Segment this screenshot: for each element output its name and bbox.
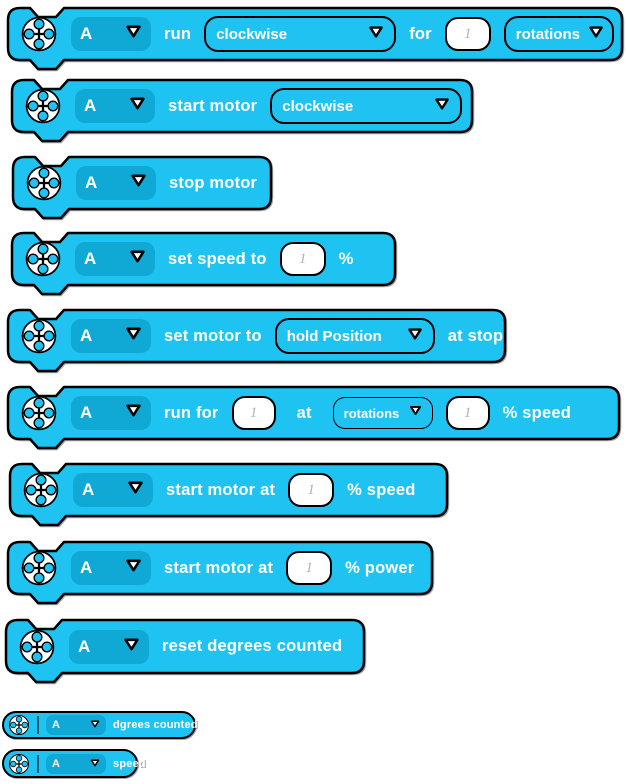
unit-value: rotations: [515, 25, 580, 43]
set-motor-to-label: set motor to: [164, 326, 262, 345]
run-for-units-at-speed-block[interactable]: A run for 1 at rotations 1 % speed: [6, 385, 621, 450]
port-dropdown[interactable]: A: [71, 551, 151, 585]
motor-icon: [8, 714, 30, 736]
speed-input[interactable]: 1: [288, 473, 335, 507]
percent-speed-label: % speed: [347, 480, 416, 499]
port-dropdown[interactable]: A: [75, 242, 155, 276]
motor-icon: [24, 87, 62, 125]
motor-icon: [20, 317, 58, 355]
port-dropdown[interactable]: A: [46, 715, 106, 735]
motor-run-block[interactable]: A run clockwise for 1 rotations: [6, 6, 624, 71]
stop-mode-value: hold Position: [286, 327, 382, 345]
dropdown-triangle-icon: [588, 24, 604, 45]
dropdown-triangle-icon: [130, 172, 147, 194]
port-letter: A: [85, 173, 98, 192]
speed-reporter[interactable]: A speed: [2, 749, 146, 778]
dropdown-triangle-icon: [125, 23, 142, 45]
port-letter: A: [84, 249, 97, 268]
divider: [37, 716, 39, 734]
port-letter: A: [84, 96, 97, 115]
port-dropdown[interactable]: A: [75, 89, 155, 123]
power-input[interactable]: 1: [286, 551, 333, 585]
port-dropdown[interactable]: A: [69, 629, 149, 664]
motor-icon: [18, 628, 56, 666]
direction-dropdown[interactable]: clockwise: [270, 88, 463, 124]
port-letter: A: [80, 326, 93, 345]
start-motor-at-speed-block[interactable]: A start motor at 1 % speed: [8, 462, 449, 527]
dropdown-triangle-icon: [125, 402, 142, 424]
speed-input[interactable]: 1: [279, 242, 326, 276]
at-label: at: [296, 403, 312, 422]
amount-input[interactable]: 1: [444, 17, 491, 51]
direction-dropdown[interactable]: clockwise: [204, 16, 397, 52]
dropdown-triangle-icon: [90, 716, 100, 734]
percent-power-label: % power: [345, 558, 415, 577]
motor-icon: [8, 753, 30, 775]
port-dropdown[interactable]: A: [46, 753, 106, 774]
motor-icon: [25, 164, 63, 202]
unit-dropdown[interactable]: rotations: [332, 397, 433, 429]
port-letter: A: [80, 558, 93, 577]
port-letter: A: [82, 480, 95, 499]
start-motor-at-power-block[interactable]: A start motor at 1 % power: [6, 540, 434, 605]
port-dropdown[interactable]: A: [73, 473, 153, 507]
start-motor-label: start motor: [168, 96, 258, 115]
motor-icon: [20, 549, 58, 587]
speed-label: speed: [113, 757, 146, 770]
stop-motor-block[interactable]: A stop motor: [11, 155, 273, 220]
divider: [37, 754, 39, 773]
degrees-counted-label: dgrees counted: [113, 719, 198, 731]
speed-input[interactable]: 1: [445, 396, 490, 430]
dropdown-triangle-icon: [407, 326, 423, 347]
port-dropdown[interactable]: A: [71, 319, 151, 353]
port-dropdown[interactable]: A: [76, 166, 156, 200]
dropdown-triangle-icon: [127, 479, 144, 501]
unit-dropdown[interactable]: rotations: [503, 16, 614, 52]
port-letter: A: [80, 24, 93, 43]
dropdown-triangle-icon: [129, 95, 146, 117]
dropdown-triangle-icon: [368, 24, 384, 45]
start-motor-direction-block[interactable]: A start motor clockwise: [10, 78, 474, 143]
set-speed-label: set speed to: [168, 249, 267, 268]
set-speed-block[interactable]: A set speed to 1 %: [10, 231, 397, 296]
direction-value: clockwise: [216, 25, 288, 43]
run-label: run: [164, 24, 192, 43]
port-letter: A: [52, 719, 60, 731]
start-motor-at-label: start motor at: [164, 558, 274, 577]
reset-degrees-block[interactable]: A reset degrees counted: [4, 618, 366, 684]
set-motor-stop-mode-block[interactable]: A set motor to hold Position at stop: [6, 308, 507, 373]
port-letter: A: [52, 757, 60, 770]
dropdown-triangle-icon: [129, 248, 146, 270]
start-motor-at-label: start motor at: [166, 480, 276, 499]
stop-motor-label: stop motor: [169, 173, 258, 192]
motor-icon: [20, 15, 58, 53]
motor-icon: [22, 471, 60, 509]
dropdown-triangle-icon: [434, 96, 450, 117]
reset-degrees-label: reset degrees counted: [162, 637, 343, 655]
port-letter: A: [78, 636, 91, 656]
degrees-counted-reporter[interactable]: A dgrees counted: [2, 711, 198, 739]
direction-value: clockwise: [282, 97, 354, 115]
port-dropdown[interactable]: A: [71, 17, 151, 51]
at-stop-label: at stop: [447, 326, 504, 345]
dropdown-triangle-icon: [90, 755, 100, 773]
dropdown-triangle-icon: [123, 636, 140, 658]
for-label: for: [409, 24, 432, 43]
stop-mode-dropdown[interactable]: hold Position: [274, 318, 435, 354]
port-letter: A: [80, 403, 93, 422]
percent-speed-label: % speed: [502, 403, 571, 422]
motor-icon: [24, 240, 62, 278]
amount-input[interactable]: 1: [231, 396, 276, 430]
percent-label: %: [338, 249, 354, 268]
port-dropdown[interactable]: A: [71, 396, 151, 430]
dropdown-triangle-icon: [409, 404, 422, 422]
dropdown-triangle-icon: [125, 325, 142, 347]
run-for-label: run for: [164, 403, 219, 422]
dropdown-triangle-icon: [125, 557, 142, 579]
unit-value: rotations: [343, 405, 400, 421]
motor-icon: [20, 394, 58, 432]
